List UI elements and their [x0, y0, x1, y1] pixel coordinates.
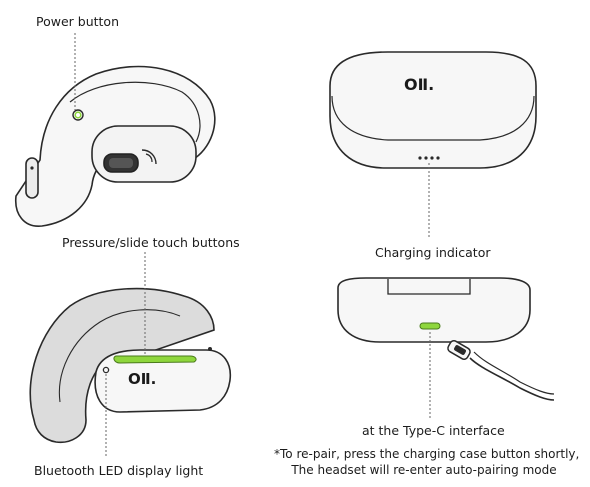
re-pair-note-line1: *To re-pair, press the charging case but… — [274, 447, 580, 461]
indicator-dot — [430, 156, 434, 160]
indicator-dot — [436, 156, 440, 160]
indicator-dot — [424, 156, 428, 160]
charging-case-base — [337, 277, 531, 343]
case-base-body — [337, 277, 531, 343]
label-power-button: Power button — [36, 14, 119, 29]
usb-c-cable — [447, 340, 555, 401]
case-lid-logo: OⅡ. — [404, 75, 434, 94]
label-bluetooth-led: Bluetooth LED display light — [34, 463, 204, 478]
earbud-speaker-body — [91, 125, 197, 183]
re-pair-note-line2: The headset will re-enter auto-pairing m… — [291, 463, 557, 477]
label-touch-buttons: Pressure/slide touch buttons — [62, 235, 240, 250]
touch-strip-led — [113, 355, 197, 364]
earbud-logo: OⅡ. — [128, 370, 156, 388]
earbud-side-view — [15, 65, 216, 227]
earbud-front-view — [29, 287, 232, 444]
label-type-c: at the Type-C interface — [362, 423, 505, 438]
earbud-side-slot — [25, 157, 39, 199]
earbud-hook-shaded — [29, 287, 215, 444]
indicator-dot — [418, 156, 422, 160]
bluetooth-led-icon — [102, 366, 110, 374]
type-c-port-led — [419, 322, 441, 330]
label-charging-indicator: Charging indicator — [375, 245, 491, 260]
charging-case-closed — [329, 51, 537, 169]
case-closed-body — [329, 51, 537, 169]
earbud-front-body — [94, 349, 232, 413]
